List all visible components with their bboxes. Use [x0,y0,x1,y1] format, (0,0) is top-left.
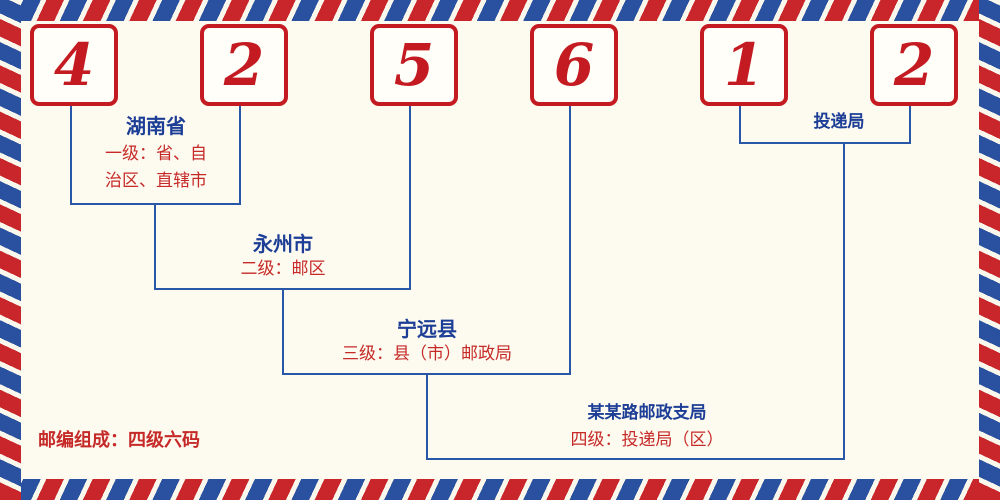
level2-description: 二级：邮区 [240,259,326,279]
level3-county-name: 宁远县 [397,317,457,341]
connector-line [409,100,411,290]
postal-digit-5: 1 [723,31,765,99]
level4-description: 四级：投递局（区） [570,430,724,450]
connector-line [569,100,571,375]
postal-digit-1: 4 [53,31,95,99]
level1-description-line2: 治区、直辖市 [105,171,207,191]
postal-digit-2: 2 [223,31,265,99]
connector-line [282,288,284,375]
level4-branch-name: 某某路邮政支局 [587,403,707,423]
level1-description: 一级：省、自 治区、直辖市 [60,141,252,195]
connector-line [154,203,156,290]
airmail-border-left [0,0,21,500]
connector-line [426,373,428,460]
connector-line [739,142,911,144]
digit-box-5: 1 [700,24,788,106]
connector-line [70,100,72,205]
level1-province-name: 湖南省 [126,114,186,138]
level2-city-name: 永州市 [253,232,313,256]
level3-description: 三级：县（市）邮政局 [342,344,512,364]
connector-line [843,142,845,460]
postal-code-composition-note: 邮编组成：四级六码 [38,430,200,451]
digit-box-4: 6 [530,24,618,106]
airmail-border-bottom [0,479,1000,500]
digit-box-1: 4 [30,24,118,106]
digit-box-3: 5 [370,24,458,106]
digit-box-2: 2 [200,24,288,106]
postal-digit-6: 2 [893,31,935,99]
airmail-border-top [0,0,1000,21]
connector-line [739,100,741,144]
digit-box-6: 2 [870,24,958,106]
delivery-office-label: 投递局 [813,112,865,132]
airmail-border-right [979,0,1000,500]
connector-line [909,100,911,144]
postal-digit-4: 6 [553,31,595,99]
postal-digit-3: 5 [393,31,435,99]
connector-line [426,458,845,460]
connector-line [239,100,241,205]
level1-description-line1: 一级：省、自 [105,144,207,164]
